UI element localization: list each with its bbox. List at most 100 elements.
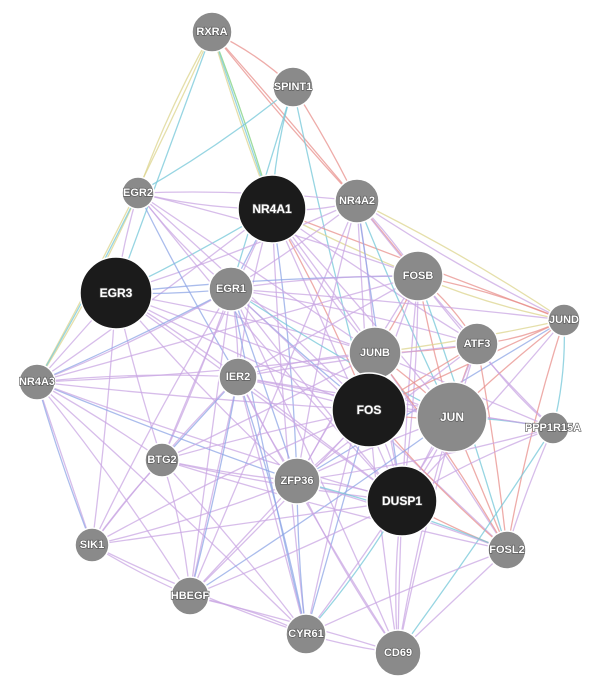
node-circle-fos[interactable]	[331, 372, 407, 448]
node-label-dusp1: DUSP1	[382, 494, 422, 508]
node-nr4a2[interactable]: NR4A2	[334, 178, 380, 224]
edge-egr3-dusp1	[115, 292, 403, 502]
node-zfp36[interactable]: ZFP36	[273, 457, 321, 505]
edge-fos-sik1	[91, 409, 370, 546]
node-circle-nr4a3[interactable]	[18, 363, 56, 401]
node-label-fos: FOS	[357, 403, 382, 417]
node-label-nr4a1: NR4A1	[252, 202, 292, 216]
edge-jund-egr1	[230, 288, 565, 321]
node-jund[interactable]: JUND	[547, 303, 581, 337]
node-atf3[interactable]: ATF3	[455, 322, 499, 366]
edge-dusp1-sik1	[91, 500, 403, 546]
edge-nr4a3-btg2	[36, 381, 163, 461]
edge-ppp1r15a-cd69	[397, 427, 554, 654]
edge-nr4a1-nr4a3	[36, 208, 273, 383]
edge-nr4a3-fos	[36, 381, 370, 411]
edge-jund-nr4a2	[356, 200, 565, 321]
node-label-junb: JUNB	[360, 347, 390, 359]
node-circle-btg2[interactable]	[144, 442, 180, 478]
node-label-fosb: FOSB	[403, 270, 434, 282]
edge-nr4a3-egr1	[36, 288, 232, 383]
node-label-hbegf: HBEGF	[171, 590, 210, 602]
node-ier2[interactable]: IER2	[218, 357, 258, 397]
node-sik1[interactable]: SIK1	[74, 527, 110, 563]
node-fos[interactable]: FOS	[331, 372, 407, 448]
edge-fos-hbegf	[189, 409, 370, 597]
node-label-jund: JUND	[549, 314, 579, 326]
node-circle-hbegf[interactable]	[170, 576, 210, 616]
node-circle-zfp36[interactable]	[273, 457, 321, 505]
node-circle-spint1[interactable]	[272, 66, 314, 108]
node-jun[interactable]: JUN	[416, 381, 488, 453]
node-fosl2[interactable]: FOSL2	[487, 530, 527, 570]
node-circle-jund[interactable]	[547, 303, 581, 337]
node-circle-rxra[interactable]	[191, 11, 233, 53]
node-label-nr4a3: NR4A3	[19, 376, 55, 388]
node-label-egr2: EGR2	[123, 187, 153, 199]
node-circle-egr3[interactable]	[79, 256, 153, 330]
node-label-ppp1r15a: PPP1R15A	[525, 422, 581, 434]
edge-egr1-cyr61	[230, 288, 307, 635]
node-circle-cd69[interactable]	[374, 629, 422, 677]
edge-egr1-sik1	[91, 288, 232, 546]
edge-nr4a1-zfp36	[271, 208, 298, 482]
edge-egr2-fos	[137, 192, 370, 411]
node-nr4a3[interactable]: NR4A3	[18, 363, 56, 401]
node-circle-sik1[interactable]	[74, 527, 110, 563]
node-circle-ppp1r15a[interactable]	[536, 411, 570, 445]
edge-hbegf-ier2	[189, 376, 239, 597]
node-cd69[interactable]: CD69	[374, 629, 422, 677]
node-ppp1r15a[interactable]: PPP1R15A	[524, 411, 582, 445]
node-rxra[interactable]: RXRA	[191, 11, 233, 53]
node-label-rxra: RXRA	[196, 26, 227, 38]
node-circle-fosb[interactable]	[392, 250, 444, 302]
node-label-ier2: IER2	[226, 371, 250, 383]
node-circle-nr4a1[interactable]	[237, 174, 307, 244]
node-nr4a1[interactable]: NR4A1	[237, 174, 307, 244]
node-dusp1[interactable]: DUSP1	[366, 465, 438, 537]
edge-nr4a3-junb	[36, 352, 376, 383]
node-egr2[interactable]: EGR2	[121, 176, 155, 210]
node-circle-egr2[interactable]	[121, 176, 155, 210]
edge-nr4a1-cyr61	[271, 208, 307, 635]
node-circle-egr1[interactable]	[208, 266, 254, 312]
node-egr1[interactable]: EGR1	[208, 266, 254, 312]
node-circle-ier2[interactable]	[218, 357, 258, 397]
node-circle-dusp1[interactable]	[366, 465, 438, 537]
edge-cd69-ier2	[237, 376, 399, 654]
edge-egr1-zfp36	[230, 288, 298, 482]
node-label-sik1: SIK1	[80, 539, 104, 551]
edge-sik1-nr4a3	[36, 381, 93, 546]
edge-egr2-junb	[137, 192, 376, 354]
node-label-spint1: SPINT1	[274, 81, 313, 93]
edge-junb-btg2	[161, 352, 376, 461]
node-btg2[interactable]: BTG2	[144, 442, 180, 478]
edge-btg2-cyr61	[161, 459, 307, 635]
node-label-jun: JUN	[440, 410, 464, 424]
node-hbegf[interactable]: HBEGF	[170, 576, 210, 616]
node-circle-cyr61[interactable]	[285, 613, 327, 655]
node-label-nr4a2: NR4A2	[339, 195, 375, 207]
node-label-cyr61: CYR61	[288, 628, 323, 640]
edge-nr4a3-cyr61	[36, 381, 307, 635]
edge-egr2-dusp1	[137, 192, 403, 502]
node-cyr61[interactable]: CYR61	[285, 613, 327, 655]
node-circle-atf3[interactable]	[455, 322, 499, 366]
edge-fosl2-cyr61	[305, 549, 508, 635]
edge-nr4a3-sik1	[36, 381, 93, 546]
node-label-fosl2: FOSL2	[489, 544, 524, 556]
node-fosb[interactable]: FOSB	[392, 250, 444, 302]
node-junb[interactable]: JUNB	[348, 326, 402, 380]
node-circle-jun[interactable]	[416, 381, 488, 453]
edge-nr4a3-ier2	[36, 374, 239, 383]
node-spint1[interactable]: SPINT1	[272, 66, 314, 108]
node-label-zfp36: ZFP36	[280, 475, 313, 487]
edge-egr3-sik1	[91, 292, 117, 546]
node-circle-fosl2[interactable]	[487, 530, 527, 570]
edge-egr1-nr4a3	[36, 288, 232, 383]
edge-nr4a3-zfp36	[36, 381, 298, 482]
node-egr3[interactable]: EGR3	[79, 256, 153, 330]
node-circle-nr4a2[interactable]	[334, 178, 380, 224]
